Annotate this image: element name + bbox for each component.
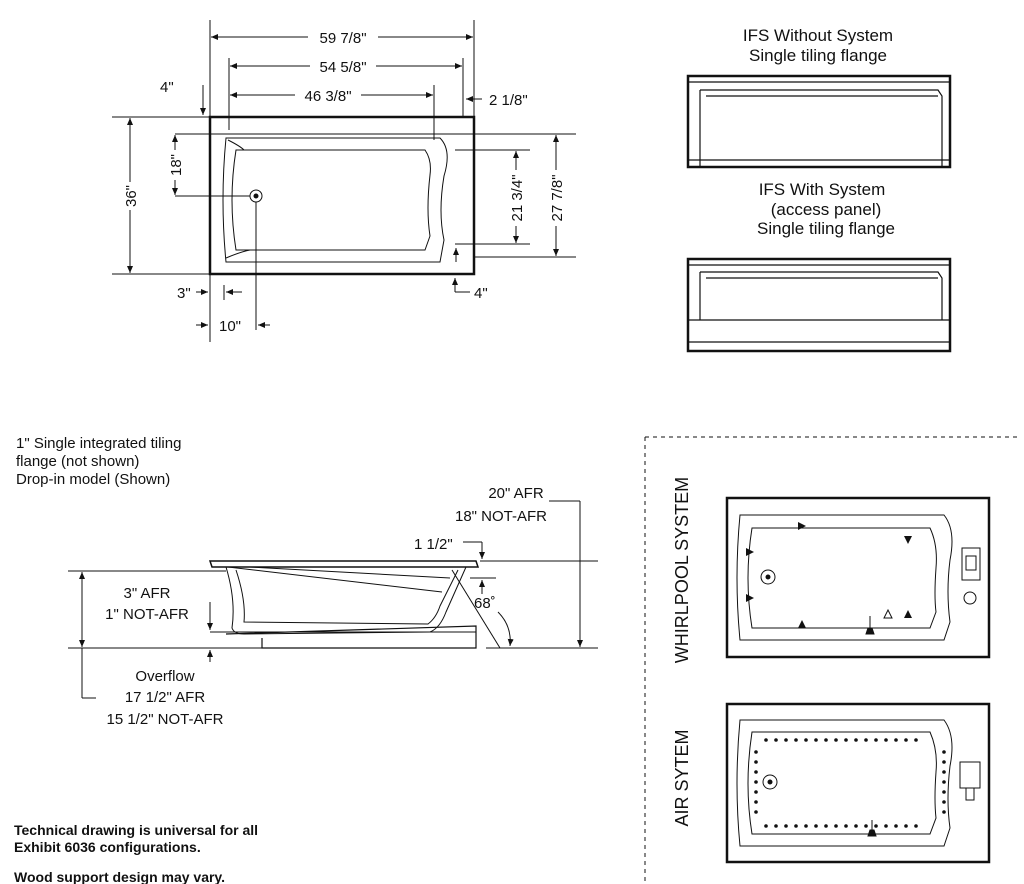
air-jet-dot bbox=[894, 738, 898, 742]
tub-basin bbox=[222, 137, 448, 263]
air-jet-dot bbox=[942, 810, 946, 814]
air-jet-dot bbox=[904, 824, 908, 828]
ifs-with-system: IFS With System (access panel) Single ti… bbox=[686, 180, 952, 353]
air-jet-dot bbox=[874, 824, 878, 828]
air-jet-dot bbox=[794, 824, 798, 828]
systems-divider bbox=[644, 436, 1020, 884]
air-jet-dot bbox=[754, 800, 758, 804]
air-jet-dot bbox=[844, 738, 848, 742]
bottom-offset-label: 4" bbox=[474, 285, 488, 302]
air-jet-dot bbox=[814, 824, 818, 828]
right-offset-label: 2 1/8" bbox=[489, 92, 528, 109]
air-jet-dot bbox=[942, 760, 946, 764]
inner-length-label: 54 5/8" bbox=[319, 59, 366, 76]
air-jet-dot bbox=[804, 738, 808, 742]
side-view-notes: 1" Single integrated tiling flange (not … bbox=[16, 435, 181, 488]
angle-label: 68˚ bbox=[474, 595, 496, 612]
flange-note-line1: 1" Single integrated tiling bbox=[16, 435, 181, 452]
air-jet-dot bbox=[874, 738, 878, 742]
air-jet-dot bbox=[894, 824, 898, 828]
air-jet-dot bbox=[914, 738, 918, 742]
air-jet-dot bbox=[774, 738, 778, 742]
air-jet-dot bbox=[942, 800, 946, 804]
air-jet-dot bbox=[784, 824, 788, 828]
air-jet-dot bbox=[804, 824, 808, 828]
height-not-afr-label: 18" NOT-AFR bbox=[455, 508, 547, 525]
air-system-label: AIR SYTEM bbox=[672, 729, 692, 826]
drain-offset-label: 10" bbox=[219, 318, 241, 335]
air-jet-dot bbox=[754, 760, 758, 764]
air-jet-dots bbox=[754, 738, 946, 828]
jet-markers bbox=[746, 522, 912, 628]
height-afr-label: 20" AFR bbox=[488, 485, 544, 502]
flange-note-line2: flange (not shown) bbox=[16, 453, 139, 470]
air-jet-dot bbox=[754, 790, 758, 794]
overflow-label: Overflow bbox=[135, 668, 194, 685]
overall-width-label: 36" bbox=[123, 185, 140, 207]
air-jet-dot bbox=[904, 738, 908, 742]
outer-width-label: 27 7/8" bbox=[549, 174, 566, 221]
air-jet-dot bbox=[794, 738, 798, 742]
top-view-labels: 59 7/8" 54 5/8" 46 3/8" 2 1/8" 4" 18" 36… bbox=[121, 28, 566, 335]
air-jet-dot bbox=[754, 780, 758, 784]
air-jet-dot bbox=[764, 824, 768, 828]
ifs-without-system: IFS Without System Single tiling flange bbox=[686, 26, 952, 169]
ifs-without-subtitle: Single tiling flange bbox=[749, 46, 887, 65]
air-jet-dot bbox=[942, 780, 946, 784]
air-jet-dot bbox=[914, 824, 918, 828]
flange-note-line3: Drop-in model (Shown) bbox=[16, 471, 170, 488]
air-jet-dot bbox=[854, 824, 858, 828]
side-view bbox=[68, 500, 598, 699]
left-offset-label: 3" bbox=[177, 285, 191, 302]
base-not-afr-label: 1" NOT-AFR bbox=[105, 606, 189, 623]
air-jet-dot bbox=[834, 738, 838, 742]
air-jet-dot bbox=[884, 824, 888, 828]
air-jet-dot bbox=[774, 824, 778, 828]
air-jet-dot bbox=[764, 738, 768, 742]
inner-width-label: 21 3/4" bbox=[509, 174, 526, 221]
air-jet-dot bbox=[784, 738, 788, 742]
air-jet-dot bbox=[854, 738, 858, 742]
whirlpool-system: WHIRLPOOL SYSTEM bbox=[672, 477, 991, 663]
footer-line1: Technical drawing is universal for all bbox=[14, 822, 258, 838]
ifs-with-title: IFS With System bbox=[759, 180, 886, 199]
air-jet-dot bbox=[834, 824, 838, 828]
air-jet-dot bbox=[864, 738, 868, 742]
air-system: AIR SYTEM bbox=[672, 702, 991, 864]
air-jet-dot bbox=[942, 770, 946, 774]
air-jet-dot bbox=[844, 824, 848, 828]
ifs-with-subtitle: Single tiling flange bbox=[757, 219, 895, 238]
footer-line3: Wood support design may vary. bbox=[14, 869, 225, 884]
drain-height-label: 18" bbox=[168, 154, 185, 176]
air-jet-dot bbox=[814, 738, 818, 742]
air-jet-dot bbox=[942, 790, 946, 794]
bath-length-label: 46 3/8" bbox=[304, 88, 351, 105]
whirlpool-system-label: WHIRLPOOL SYSTEM bbox=[672, 477, 692, 663]
side-view-labels: 20" AFR 18" NOT-AFR 1 1/2" 68˚ 3" AFR 1"… bbox=[105, 485, 547, 728]
overflow-not-afr-label: 15 1/2" NOT-AFR bbox=[106, 711, 223, 728]
footer-notes: Technical drawing is universal for all E… bbox=[14, 822, 258, 884]
air-jet-dot bbox=[754, 810, 758, 814]
air-jet-dot bbox=[942, 750, 946, 754]
air-jet-dot bbox=[824, 824, 828, 828]
ifs-without-title: IFS Without System bbox=[743, 26, 893, 45]
air-jet-dot bbox=[864, 824, 868, 828]
top-offset-label: 4" bbox=[160, 79, 174, 96]
ifs-with-access-panel: (access panel) bbox=[771, 200, 882, 219]
overall-length-label: 59 7/8" bbox=[319, 30, 366, 47]
air-jet-dot bbox=[754, 770, 758, 774]
base-afr-label: 3" AFR bbox=[123, 585, 170, 602]
overflow-afr-label: 17 1/2" AFR bbox=[125, 689, 206, 706]
air-jet-dot bbox=[884, 738, 888, 742]
air-jet-dot bbox=[754, 750, 758, 754]
rim-label: 1 1/2" bbox=[414, 536, 453, 553]
footer-line2: Exhibit 6036 configurations. bbox=[14, 839, 201, 855]
air-jet-dot bbox=[824, 738, 828, 742]
